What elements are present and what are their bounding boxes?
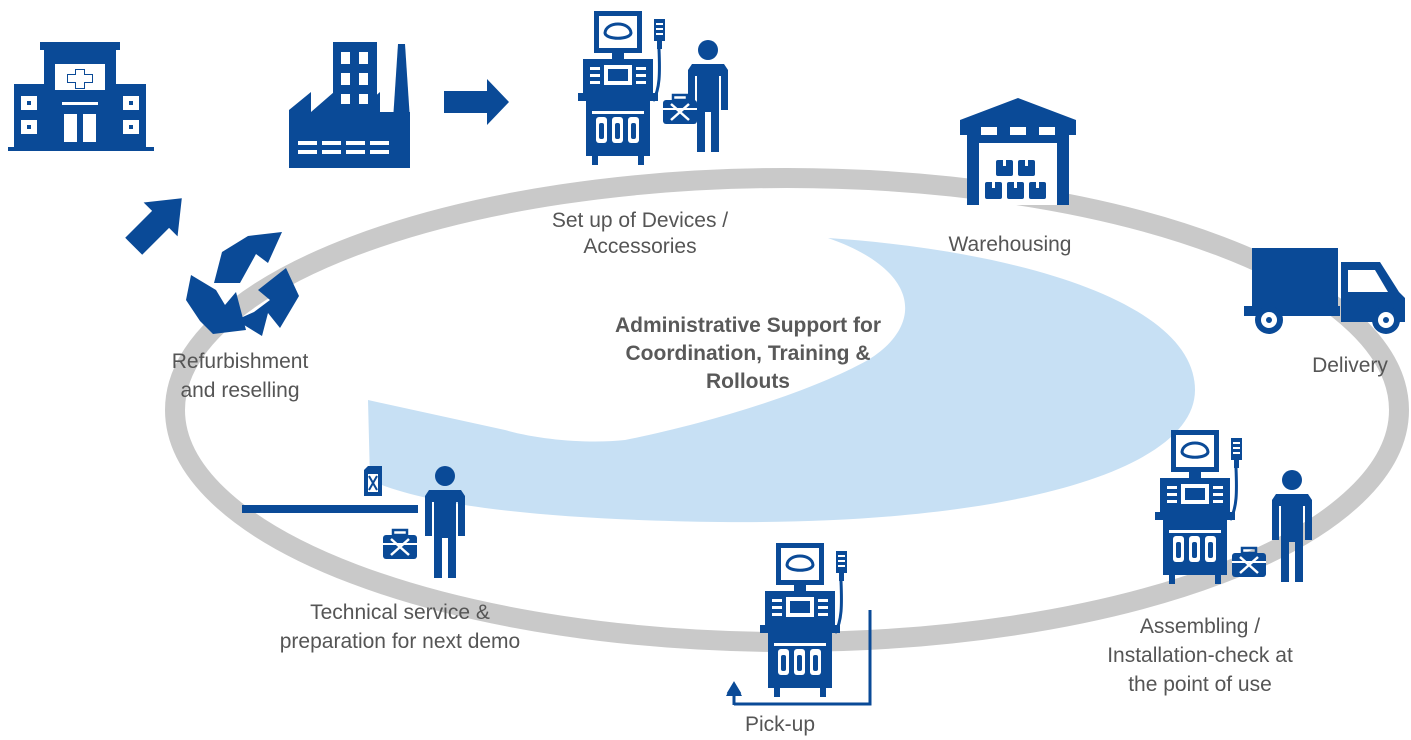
step-label-line: Warehousing [948,233,1072,256]
step-label-line: preparation for next demo [279,630,521,653]
step-label-delivery: Delivery [1300,353,1400,379]
center-label-line: Administrative Support for [614,314,882,337]
step-label-line: Installation-check at [1107,644,1293,667]
center-swoosh-arrow [368,238,1195,523]
ultrasound-device-pickup-icon [726,541,872,706]
ultrasound-device-with-technician-icon [576,9,728,167]
delivery-truck-icon [1244,248,1405,334]
step-label-line: Set up of Devices / [551,209,729,232]
center-label-line: Coordination, Training & [625,342,871,365]
step-label-line: Accessories [583,235,697,258]
arrow-up-left-icon [125,198,182,255]
step-label-line: Assembling / [1139,615,1261,638]
ultrasound-device-with-technician-icon [1153,428,1312,586]
step-label-line: Refurbishment [171,350,309,373]
step-label-line: Pick-up [744,713,816,736]
step-label-assembling: Assembling / Installation-check at the p… [1060,612,1340,699]
step-label-pickup: Pick-up [700,712,860,738]
step-label-line: Delivery [1312,354,1388,377]
factory-icon [289,42,410,168]
step-label-refurbish: Refurbishment and reselling [140,347,340,405]
step-label-service: Technical service & preparation for next… [235,598,565,656]
technical-service-icon [242,466,465,578]
hospital-icon [8,42,154,151]
center-label-line: Rollouts [706,370,790,393]
step-label-setup: Set up of Devices / Accessories [500,208,780,260]
step-label-line: Technical service & [310,601,490,624]
step-label-line: the point of use [1128,673,1272,696]
center-label: Administrative Support for Coordination,… [548,312,948,396]
warehouse-icon [960,98,1076,205]
arrow-right-icon [444,79,509,125]
step-label-line: and reselling [180,379,300,402]
recycle-icon [186,232,299,336]
step-label-warehousing: Warehousing [910,232,1110,258]
